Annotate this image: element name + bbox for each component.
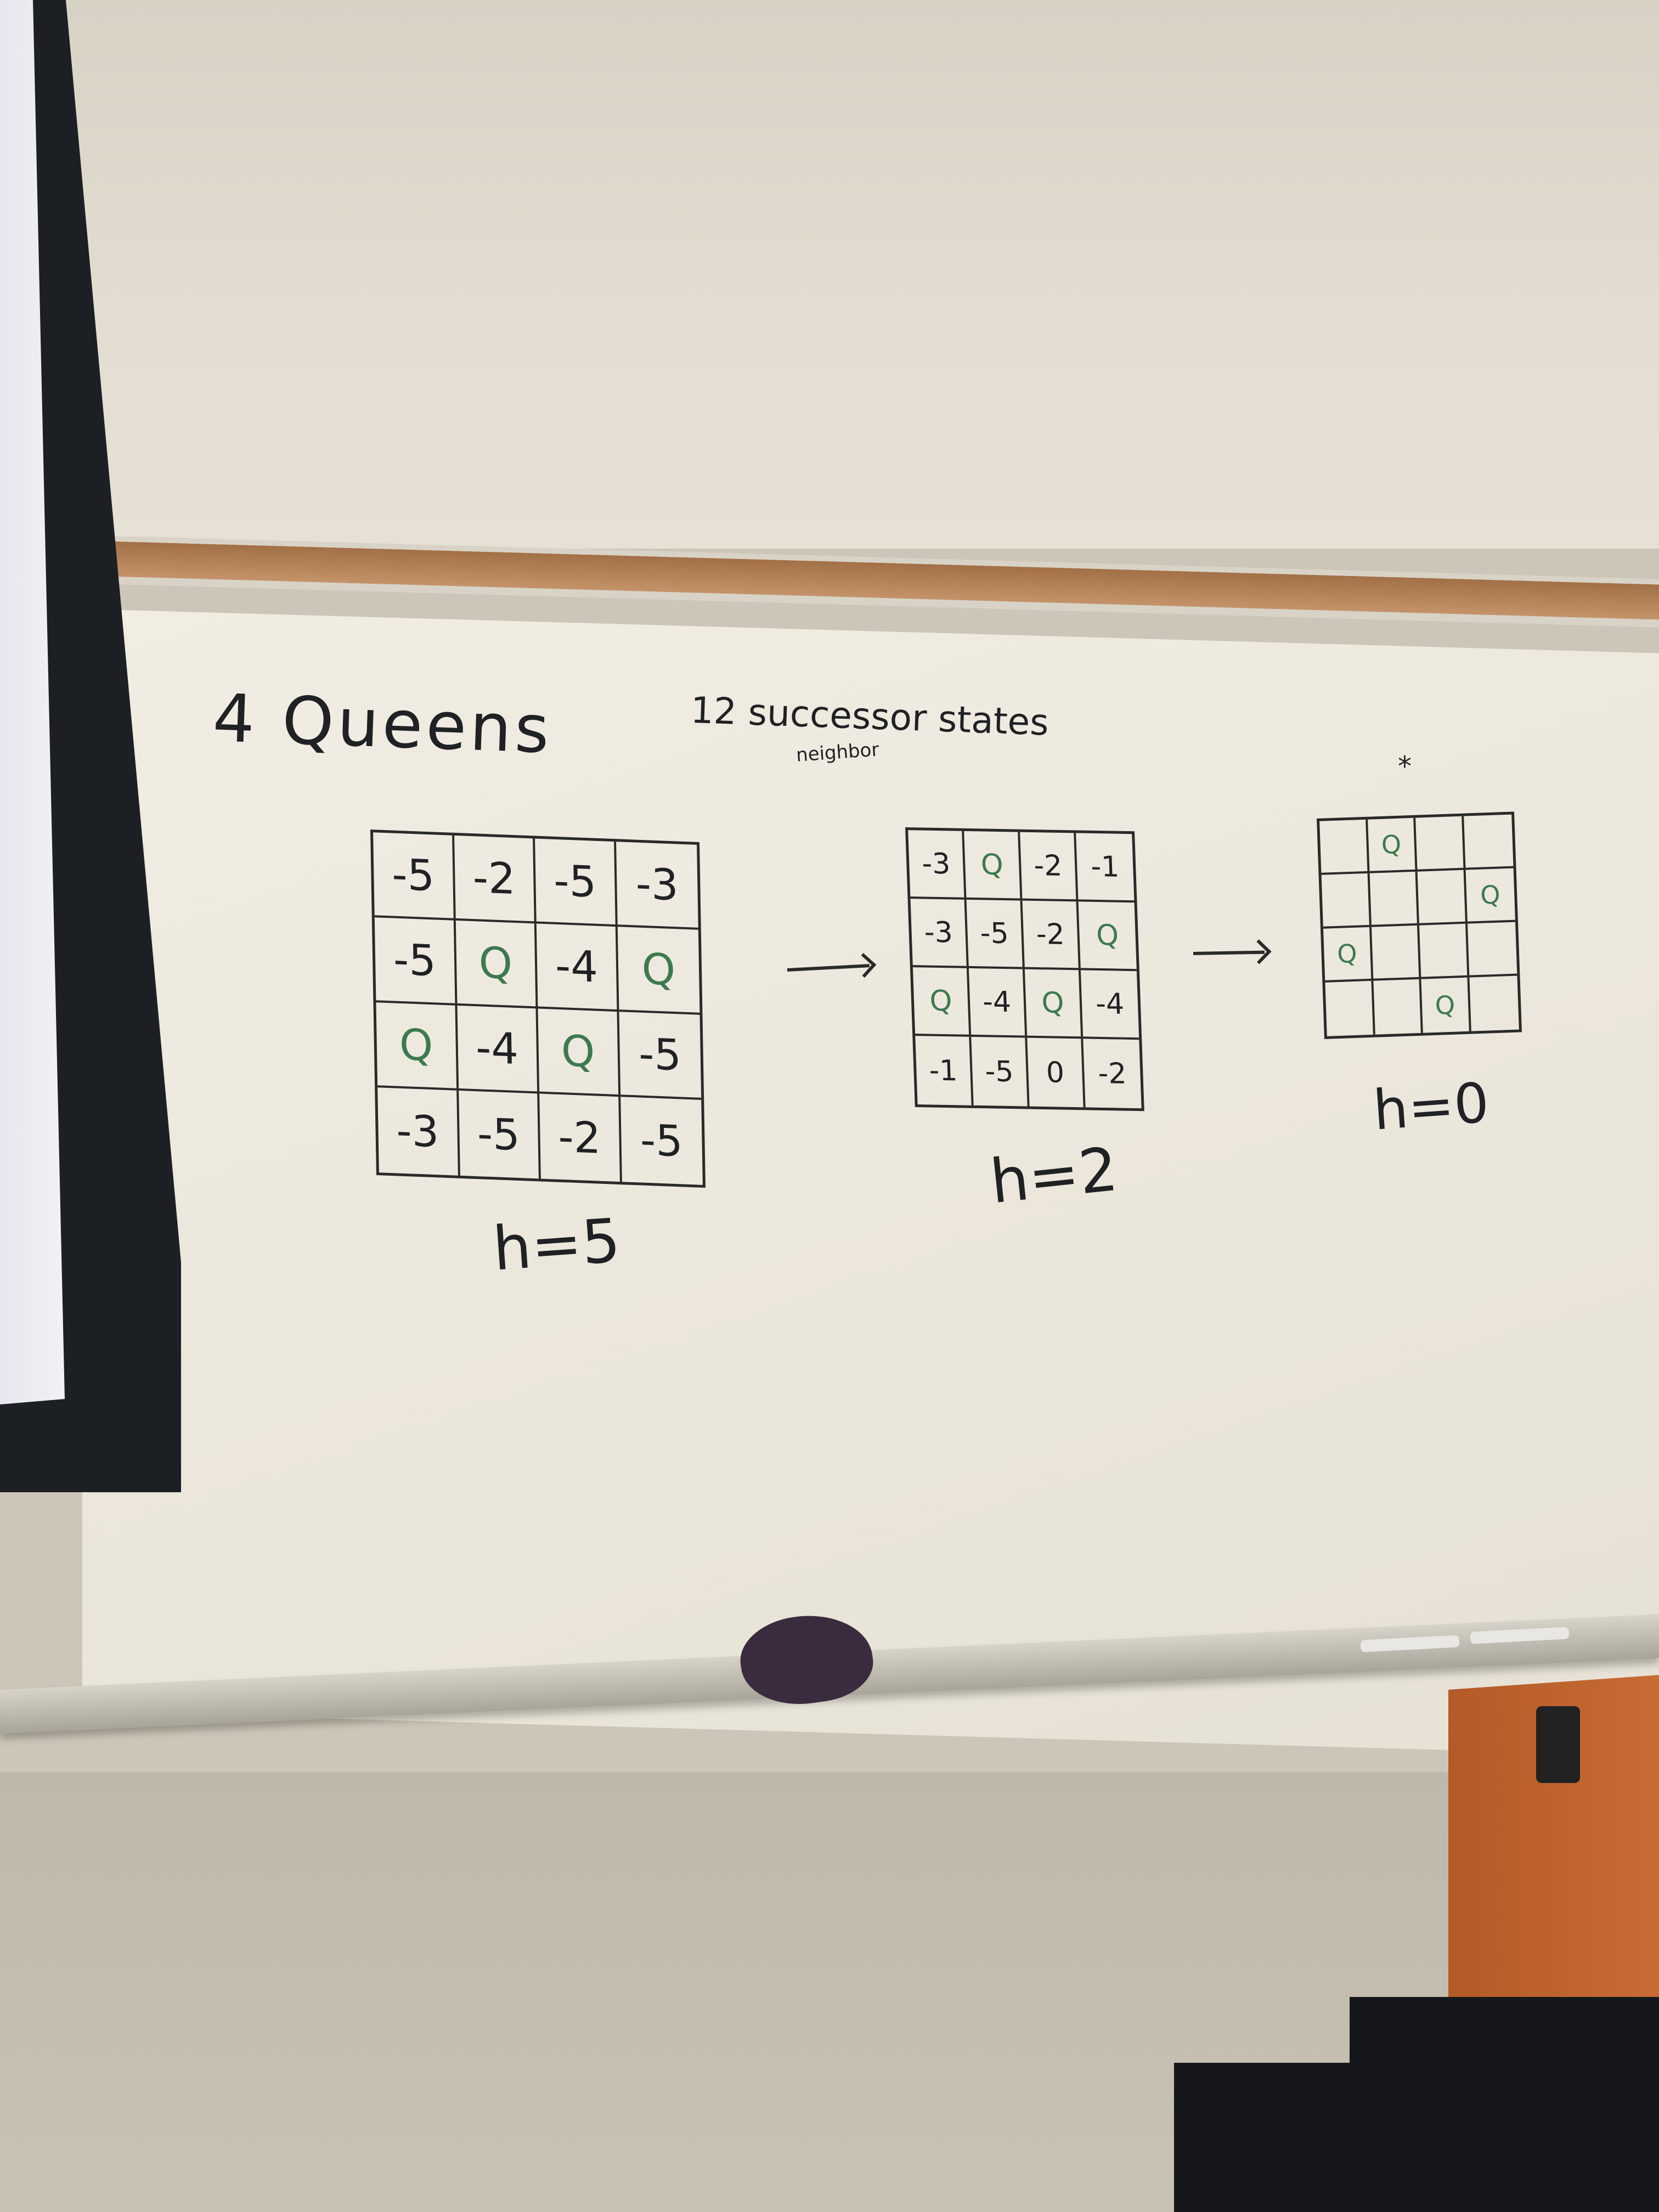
board-cell	[1371, 925, 1421, 981]
board-cell	[1415, 816, 1466, 872]
queen-cell: Q	[617, 927, 700, 1015]
board-cell: -1	[1076, 833, 1135, 903]
board-h5-label: h=5	[490, 1205, 623, 1284]
whiteboard	[82, 609, 1659, 1756]
board-cell: -2	[1020, 832, 1079, 902]
board-cell: -5	[966, 899, 1025, 969]
board-cell: -3	[910, 899, 969, 968]
board-cell: -5	[374, 917, 457, 1006]
upper-whiteboard-panel	[49, 0, 1659, 549]
neighbor-note: neighbor	[795, 738, 880, 766]
cork-strip	[77, 535, 1659, 628]
board-cell: -3	[377, 1087, 460, 1176]
queen-cell: Q	[912, 967, 972, 1037]
board-cell: 0	[1027, 1037, 1086, 1108]
queen-cell: Q	[1078, 901, 1137, 972]
board-cell: -3	[616, 842, 698, 930]
queen-cell: Q	[964, 831, 1023, 901]
queen-cell: Q	[538, 1008, 620, 1097]
board-cell	[1325, 980, 1375, 1036]
board-cell	[1463, 814, 1514, 870]
star-mark: *	[1398, 751, 1412, 782]
queen-cell: Q	[1465, 868, 1516, 924]
board-h2-label: h=2	[987, 1133, 1121, 1217]
board-cell: -5	[618, 1012, 702, 1100]
board-cell	[1373, 979, 1423, 1035]
board-cell: -4	[536, 923, 619, 1012]
queen-cell: Q	[1421, 977, 1471, 1033]
board-cell	[1319, 819, 1370, 875]
board-cell: -3	[908, 830, 967, 900]
queen-cell: Q	[455, 920, 538, 1009]
board-cell: -1	[915, 1036, 974, 1105]
board-cell: -2	[539, 1093, 622, 1182]
queen-cell: Q	[1323, 927, 1373, 983]
board-title: 4 Queens	[211, 680, 554, 769]
board-cell: -5	[458, 1090, 541, 1179]
transition-arrow	[1193, 950, 1265, 955]
board-cell	[1417, 870, 1468, 926]
board-cell: -4	[1080, 970, 1139, 1040]
board-cell: -4	[456, 1005, 540, 1094]
queen-cell: Q	[1367, 817, 1418, 873]
board-cell: -5	[640, 1115, 684, 1167]
board-cell	[1321, 873, 1372, 929]
board-cell: -5	[535, 838, 618, 927]
board-cell: -4	[968, 968, 1028, 1038]
board-cell: -5	[373, 832, 456, 921]
door-handle	[1536, 1706, 1580, 1783]
board-cell	[1469, 976, 1519, 1031]
board-cell	[1467, 922, 1517, 978]
board-cell	[1419, 923, 1469, 979]
board-cell: -2	[454, 835, 537, 924]
queen-cell: Q	[1024, 969, 1084, 1039]
queen-cell: Q	[376, 1002, 459, 1091]
board-cell	[1369, 871, 1420, 927]
board-cell: -5	[971, 1036, 1030, 1107]
board-cell: -2	[1022, 900, 1081, 970]
board-h0-label: h=0	[1371, 1070, 1491, 1143]
board-cell: -2	[1097, 1057, 1127, 1091]
